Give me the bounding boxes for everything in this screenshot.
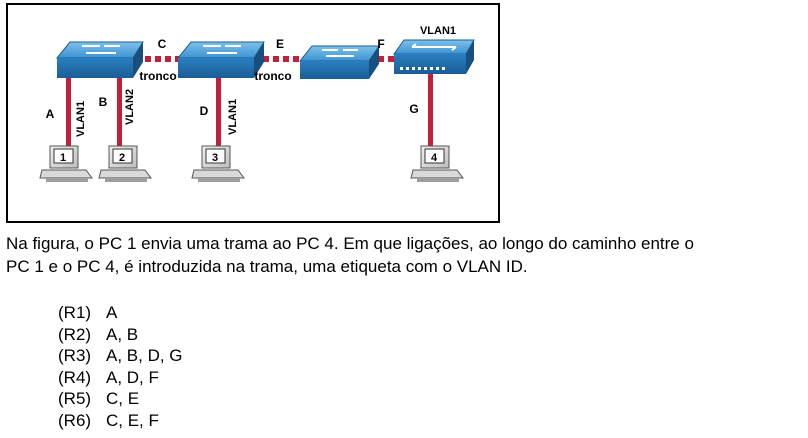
pc-2-icon	[98, 145, 152, 182]
pc-2-number: 2	[119, 152, 125, 164]
link-label-b: B	[99, 95, 108, 109]
answer-option-r3[interactable]: (R3) A, B, D, G	[58, 345, 183, 367]
link-label-a: A	[46, 107, 55, 121]
pc-1-number: 1	[60, 152, 66, 164]
answer-code: (R6)	[58, 410, 92, 430]
pc-3-icon	[191, 145, 245, 182]
answer-list: (R1) A (R2) A, B (R3) A, B, D, G (R4) A, D, …	[58, 302, 183, 431]
trunk-label-1: tronco	[139, 69, 176, 83]
link-a	[66, 78, 71, 150]
answer-code: (R5)	[58, 389, 92, 408]
vlan-label-pc2: VLAN2	[124, 89, 136, 125]
pc-4-number: 4	[431, 152, 438, 164]
answer-text: C, E	[106, 389, 140, 408]
access-links	[66, 74, 433, 150]
pc-3-number: 3	[212, 152, 218, 164]
answer-option-r4[interactable]: (R4) A, D, F	[58, 367, 183, 389]
switch-3-icon	[298, 45, 380, 79]
link-label-c: C	[158, 37, 167, 51]
pc-4-icon	[410, 145, 464, 182]
switch-4-icon	[393, 39, 475, 74]
answer-text: A, B, D, G	[106, 346, 183, 365]
link-g	[428, 74, 433, 150]
answer-text: C, E, F	[106, 410, 159, 430]
pc-1-icon	[39, 145, 93, 182]
answer-code: (R4)	[58, 367, 92, 387]
answer-text: A, D, F	[106, 367, 159, 387]
answer-option-r5[interactable]: (R5) C, E	[58, 388, 183, 410]
answer-code: (R3)	[58, 346, 92, 365]
link-d	[216, 78, 221, 150]
answer-code: (R2)	[58, 324, 92, 344]
answer-code: (R1)	[58, 303, 92, 322]
vlan-label-pc3: VLAN1	[227, 99, 239, 135]
link-label-g: G	[409, 102, 418, 116]
link-label-e: E	[276, 37, 284, 51]
question-line-2: PC 1 e o PC 4, é introduzida na trama, u…	[6, 257, 528, 276]
vlan-label-switch-4: VLAN1	[420, 25, 456, 37]
answer-text: A	[106, 303, 118, 322]
answer-text: A, B	[106, 324, 139, 344]
link-label-f: F	[377, 37, 384, 51]
link-label-d: D	[200, 104, 209, 118]
vlan-label-pc1: VLAN1	[75, 101, 87, 137]
answer-option-r6[interactable]: (R6) C, E, F	[58, 410, 183, 432]
question-line-1: Na figura, o PC 1 envia uma trama ao PC …	[6, 234, 694, 253]
link-b	[117, 78, 122, 150]
switch-2-icon	[176, 41, 265, 78]
switch-1-icon	[55, 41, 144, 78]
trunk-label-2: tronco	[254, 69, 291, 83]
answer-option-r1[interactable]: (R1) A	[58, 302, 183, 324]
answer-option-r2[interactable]: (R2) A, B	[58, 324, 183, 346]
network-diagram: 1 2 3 4 A B C D E F G tronco tronco VLAN…	[6, 3, 500, 223]
question-text: Na figura, o PC 1 envia uma trama ao PC …	[6, 232, 806, 278]
